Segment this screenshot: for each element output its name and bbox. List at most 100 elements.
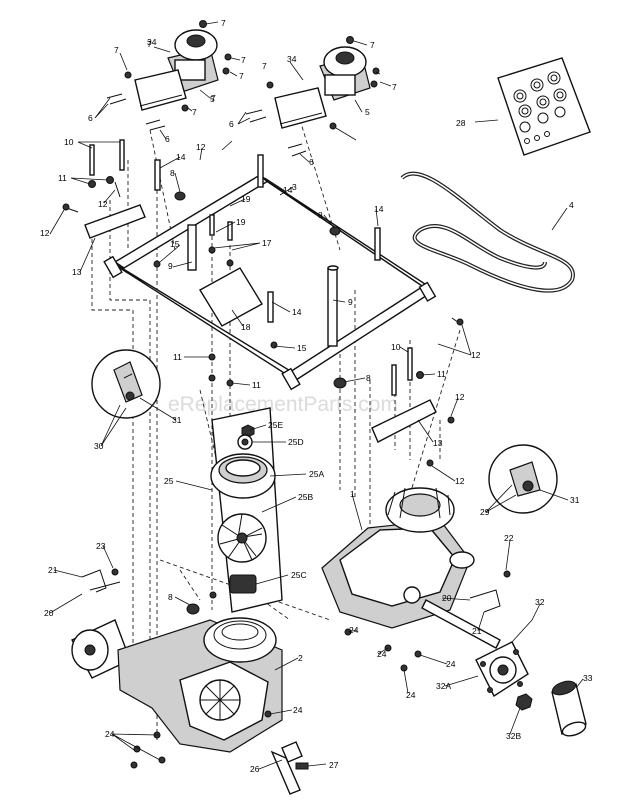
callout-c8a: 8 bbox=[170, 168, 175, 178]
callout-c7e: 7 bbox=[241, 55, 246, 65]
callout-c7a: 7 bbox=[221, 18, 226, 28]
left-bracket bbox=[62, 139, 146, 239]
callout-c8d: 8 bbox=[168, 592, 173, 602]
callout-c21a: 21 bbox=[48, 565, 58, 575]
callout-c7h: 7 bbox=[262, 61, 267, 71]
callout-c32B: 32B bbox=[506, 731, 521, 741]
callout-c20b: 20 bbox=[442, 593, 452, 603]
callout-c3: 3 bbox=[292, 182, 297, 192]
callout-c11a: 11 bbox=[58, 173, 67, 183]
callout-c25B: 25B bbox=[298, 492, 313, 502]
callout-c28: 28 bbox=[456, 118, 466, 128]
detail-inset-right bbox=[488, 444, 558, 514]
callout-c15b: 15 bbox=[297, 343, 307, 353]
callout-c21b: 21 bbox=[472, 626, 482, 636]
callout-c12d: 12 bbox=[471, 350, 481, 360]
callout-c13b: 13 bbox=[433, 438, 443, 448]
callout-c25D: 25D bbox=[288, 437, 304, 447]
callout-c7g: 7 bbox=[192, 107, 197, 117]
callout-c31b: 31 bbox=[570, 495, 580, 505]
callout-c12c: 12 bbox=[196, 142, 206, 152]
callout-c27: 27 bbox=[329, 760, 339, 770]
main-frame bbox=[103, 174, 437, 391]
idler-housing-left bbox=[106, 20, 232, 131]
callout-c24e: 24 bbox=[293, 705, 303, 715]
callout-c9a: 9 bbox=[168, 261, 173, 271]
callout-c15a: 15 bbox=[170, 239, 180, 249]
callout-c25A: 25A bbox=[309, 469, 324, 479]
frame-bolts bbox=[153, 154, 381, 615]
callout-c24a: 24 bbox=[349, 625, 359, 635]
callout-c11d: 11 bbox=[437, 369, 446, 379]
callout-c24c: 24 bbox=[406, 690, 416, 700]
callout-c24f: 24 bbox=[105, 729, 115, 739]
callout-c9b: 9 bbox=[348, 297, 353, 307]
callout-c32A: 32A bbox=[436, 681, 451, 691]
callout-c19b: 19 bbox=[236, 217, 246, 227]
callout-c25C: 25C bbox=[291, 570, 307, 580]
callout-c10a: 10 bbox=[64, 137, 74, 147]
callout-c8c: 8 bbox=[366, 373, 371, 383]
callout-c12a: 12 bbox=[98, 199, 108, 209]
cooling-fan-icon bbox=[217, 513, 267, 563]
callout-c2: 2 bbox=[298, 653, 303, 663]
callout-c24d: 24 bbox=[446, 659, 456, 669]
callout-c7f: 7 bbox=[211, 93, 216, 103]
transaxle-right bbox=[321, 487, 501, 649]
callout-c32: 32 bbox=[535, 597, 545, 607]
callout-c23: 23 bbox=[96, 541, 106, 551]
callout-c14a: 14 bbox=[176, 152, 186, 162]
callout-c6c: 6 bbox=[229, 119, 234, 129]
callout-c7c: 7 bbox=[114, 45, 119, 55]
callout-c13a: 13 bbox=[72, 267, 82, 277]
callout-c24b: 24 bbox=[377, 649, 387, 659]
callout-c7j: 7 bbox=[392, 82, 397, 92]
seal-kit-card bbox=[497, 57, 591, 156]
idler-housing-right bbox=[245, 36, 380, 157]
callout-c14d: 14 bbox=[292, 307, 302, 317]
callout-c11c: 11 bbox=[252, 380, 261, 390]
callout-c29: 29 bbox=[480, 507, 490, 517]
right-bracket bbox=[371, 317, 464, 467]
callout-c12b: 12 bbox=[40, 228, 50, 238]
callout-c6a: 6 bbox=[88, 113, 93, 123]
callout-c34a: 34 bbox=[147, 37, 157, 47]
callout-c33: 33 bbox=[583, 673, 593, 683]
callout-c4: 4 bbox=[569, 200, 574, 210]
callout-c10b: 10 bbox=[391, 342, 401, 352]
callout-c14b: 14 bbox=[283, 185, 293, 195]
leader-lines bbox=[49, 21, 584, 770]
callout-c19a: 19 bbox=[241, 194, 251, 204]
callout-c18: 18 bbox=[241, 322, 251, 332]
callout-c30: 30 bbox=[94, 441, 104, 451]
callout-c6b: 6 bbox=[165, 134, 170, 144]
callout-c1: 1 bbox=[350, 489, 355, 499]
spacer-sleeve bbox=[551, 680, 587, 737]
callout-c12e: 12 bbox=[455, 392, 465, 402]
callout-c5a: 5 bbox=[210, 94, 215, 104]
callout-c7b: 7 bbox=[147, 39, 152, 49]
callout-c6d: 6 bbox=[309, 157, 314, 167]
watermark-text: eReplacementParts.com bbox=[168, 393, 398, 416]
callout-c7i: 7 bbox=[370, 40, 375, 50]
pulley-fan-stack bbox=[210, 407, 283, 613]
callout-c11b: 11 bbox=[173, 352, 182, 362]
wheel-hub bbox=[475, 641, 533, 711]
callout-c22: 22 bbox=[504, 533, 514, 543]
callout-c14c: 14 bbox=[374, 204, 384, 214]
drive-belt bbox=[400, 171, 575, 293]
callout-c5b: 5 bbox=[365, 107, 370, 117]
callout-c34b: 34 bbox=[287, 54, 297, 64]
callout-c31a: 31 bbox=[172, 415, 182, 425]
callout-c20a: 20 bbox=[44, 608, 54, 618]
callout-c17: 17 bbox=[262, 238, 272, 248]
callout-c25: 25 bbox=[164, 476, 174, 486]
callout-c26: 26 bbox=[250, 764, 260, 774]
callout-c25E: 25E bbox=[268, 420, 283, 430]
small-parts bbox=[81, 568, 511, 795]
detail-inset-left bbox=[91, 349, 161, 419]
transaxle-left bbox=[71, 617, 283, 753]
